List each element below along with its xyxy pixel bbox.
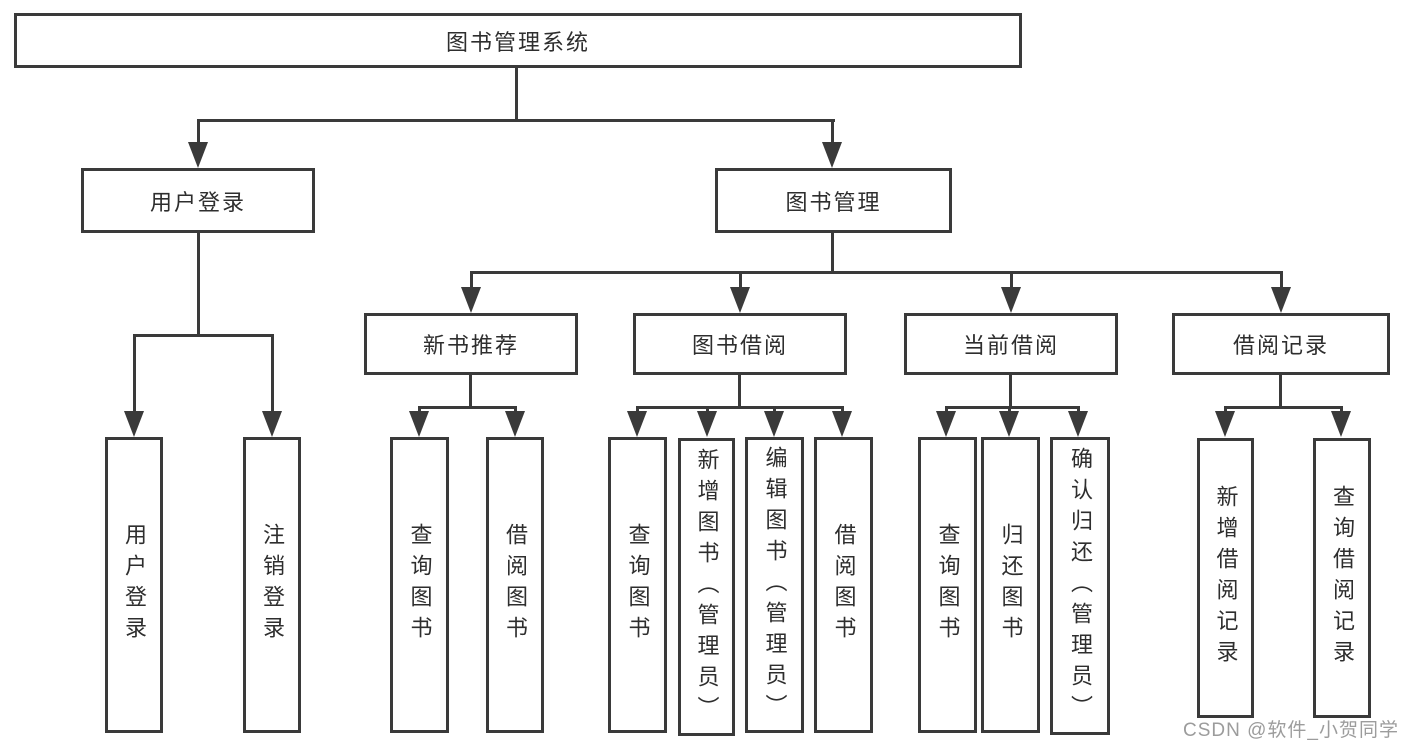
leaf-borrow-book: 借阅图书 [814,437,873,733]
leaf-query-borrow-record: 查询借阅记录 [1313,438,1371,718]
arrow-down-icon [1001,287,1021,313]
leaf-confirm-return-admin: 确认归还（管理员） [1050,437,1110,735]
connector-root-stub [515,68,518,122]
arrow-down-icon [764,411,784,437]
connector-group1-rail [418,406,517,409]
leaf-borrow-book: 借阅图书 [486,437,544,733]
node-user-login: 用户登录 [81,168,315,233]
connector-level3-rail [470,271,1282,274]
connector-login-rail [133,334,273,337]
leaf-add-borrow-record: 新增借阅记录 [1197,438,1254,718]
node-book-management: 图书管理 [715,168,952,233]
arrow-down-icon [461,287,481,313]
arrow-down-icon [188,142,208,168]
leaf-add-book-admin: 新增图书（管理员） [678,438,735,736]
connector-leaf-stem [271,334,274,414]
leaf-edit-book-admin: 编辑图书（管理员） [745,437,804,733]
arrow-down-icon [262,411,282,437]
leaf-logout: 注销登录 [243,437,301,733]
node-root: 图书管理系统 [14,13,1022,68]
arrow-down-icon [697,411,717,437]
connector-group2-stub [738,375,741,409]
connector-group4-rail [1224,406,1343,409]
leaf-return-book: 归还图书 [981,437,1040,733]
arrow-down-icon [124,411,144,437]
node-borrowing-records: 借阅记录 [1172,313,1390,375]
connector-group3-stub [1009,375,1012,409]
leaf-query-book: 查询图书 [918,437,977,733]
connector-group3-rail [945,406,1080,409]
connector-group1-stub [469,375,472,409]
connector-user-login-stem [197,119,200,147]
leaf-query-book: 查询图书 [608,437,667,733]
arrow-down-icon [822,142,842,168]
arrow-down-icon [832,411,852,437]
node-current-borrowing: 当前借阅 [904,313,1118,375]
connector-level3-stem [470,271,473,291]
node-book-borrowing: 图书借阅 [633,313,847,375]
arrow-down-icon [627,411,647,437]
arrow-down-icon [730,287,750,313]
arrow-down-icon [999,411,1019,437]
connector-level3-stem [739,271,742,291]
connector-level3-stem [1280,271,1283,291]
connector-leaf-stem [133,334,136,414]
arrow-down-icon [409,411,429,437]
connector-book-mgmt-stem [831,119,834,147]
node-new-book-recommend: 新书推荐 [364,313,578,375]
arrow-down-icon [1331,411,1351,437]
arrow-down-icon [1271,287,1291,313]
connector-book-mgmt-down [831,233,834,274]
watermark: CSDN @软件_小贺同学 [1183,720,1399,741]
leaf-query-book: 查询图书 [390,437,449,733]
leaf-user-login: 用户登录 [105,437,163,733]
arrow-down-icon [1068,411,1088,437]
connector-group2-rail [636,406,844,409]
connector-user-login-down [197,233,200,337]
arrow-down-icon [505,411,525,437]
arrow-down-icon [936,411,956,437]
connector-level3-stem [1010,271,1013,291]
connector-level2-rail [197,119,835,122]
connector-group4-stub [1279,375,1282,409]
arrow-down-icon [1215,411,1235,437]
